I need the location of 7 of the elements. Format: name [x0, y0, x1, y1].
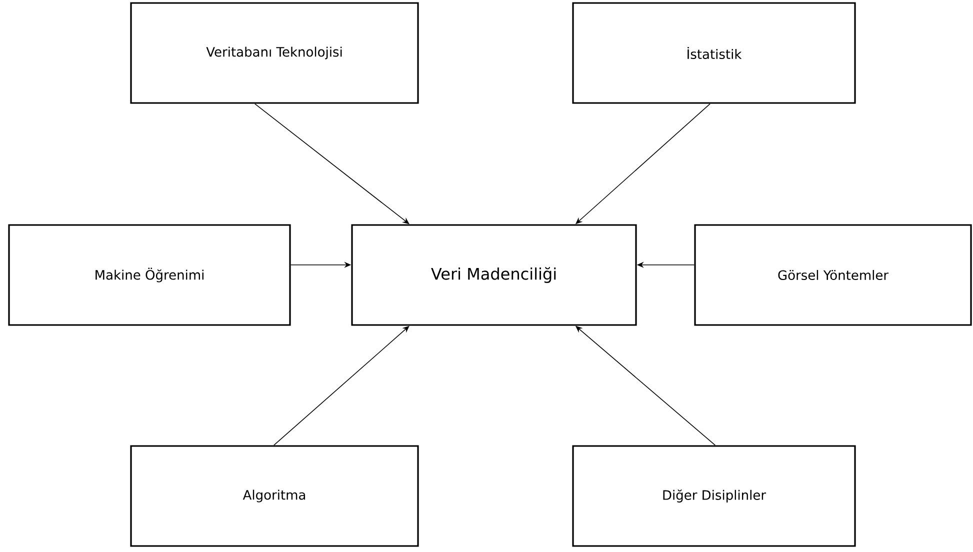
concept-box: Algoritma — [130, 445, 419, 547]
concept-box: Veri Madenciliği — [351, 224, 637, 326]
concept-box: Diğer Disiplinler — [572, 445, 856, 547]
concept-box: Veritabanı Teknolojisi — [130, 2, 419, 104]
concept-box: Makine Öğrenimi — [8, 224, 291, 326]
concept-box: Görsel Yöntemler — [694, 224, 972, 326]
concept-box: İstatistik — [572, 2, 856, 104]
